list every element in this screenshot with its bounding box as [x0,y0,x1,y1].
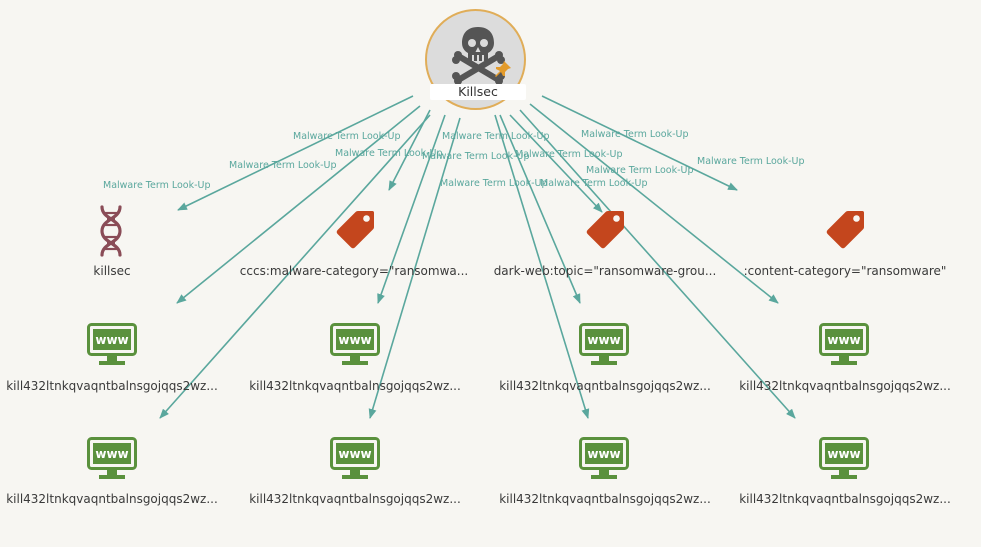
www-monitor-icon: www [87,437,137,479]
www-monitor-icon: www [87,323,137,365]
node-label: kill432ltnkqvaqntbalnsgojqqs2wz... [499,379,711,393]
svg-text:www: www [587,333,620,347]
edge-label: Malware Term Look-Up [422,151,530,162]
svg-text:www: www [587,447,620,461]
edge-label: Malware Term Look-Up [293,131,401,142]
tag-icon [826,211,864,249]
edge-label: Malware Term Look-Up [586,165,694,176]
edge-label: Malware Term Look-Up [103,180,211,191]
edge-label: Malware Term Look-Up [581,129,689,140]
edge[interactable] [159,114,431,419]
edge-label: Malware Term Look-Up [229,160,337,171]
www-monitor-icon: www [579,437,629,479]
tag-icon [336,211,374,249]
node-label: kill432ltnkqvaqntbalnsgojqqs2wz... [739,379,951,393]
node-label: killsec [93,264,131,278]
edge[interactable] [176,105,421,304]
svg-text:www: www [95,447,128,461]
node-label: cccs:malware-category="ransomwa... [239,264,469,278]
edge[interactable] [541,95,738,191]
node-label: kill432ltnkqvaqntbalnsgojqqs2wz... [6,492,218,506]
node-label: :content-category="ransomware" [743,264,947,278]
node-label: kill432ltnkqvaqntbalnsgojqqs2wz... [739,492,951,506]
www-monitor-icon: www [819,437,869,479]
svg-text:www: www [338,333,371,347]
svg-text:www: www [827,447,860,461]
node-label: kill432ltnkqvaqntbalnsgojqqs2wz... [249,492,461,506]
root-node-label: Killsec [430,84,526,100]
edge-label: Malware Term Look-Up [515,149,623,160]
edge[interactable] [529,103,779,304]
dna-icon [100,205,122,257]
edge-label: Malware Term Look-Up [442,131,550,142]
node-label: kill432ltnkqvaqntbalnsgojqqs2wz... [249,379,461,393]
edge[interactable] [509,114,603,213]
pin-icon [495,61,511,77]
tag-icon [586,211,624,249]
edge-label: Malware Term Look-Up [540,178,648,189]
www-monitor-icon: www [579,323,629,365]
node-label: kill432ltnkqvaqntbalnsgojqqs2wz... [6,379,218,393]
edge-label: Malware Term Look-Up [440,178,548,189]
edge[interactable] [388,109,431,191]
svg-text:www: www [338,447,371,461]
www-monitor-icon: www [819,323,869,365]
edge[interactable] [377,114,446,304]
edge[interactable] [494,114,590,419]
node-label: dark-web:topic="ransomware-grou... [493,264,717,278]
svg-text:www: www [827,333,860,347]
svg-text:www: www [95,333,128,347]
edge-label: Malware Term Look-Up [335,148,443,159]
edge-label: Malware Term Look-Up [697,156,805,167]
www-monitor-icon: www [330,323,380,365]
edge[interactable] [368,117,461,419]
edge[interactable] [519,109,796,419]
www-monitor-icon: www [330,437,380,479]
edge[interactable] [499,114,581,304]
skull-crossbones-icon [452,27,505,85]
node-label: kill432ltnkqvaqntbalnsgojqqs2wz... [499,492,711,506]
edge[interactable] [177,95,414,211]
